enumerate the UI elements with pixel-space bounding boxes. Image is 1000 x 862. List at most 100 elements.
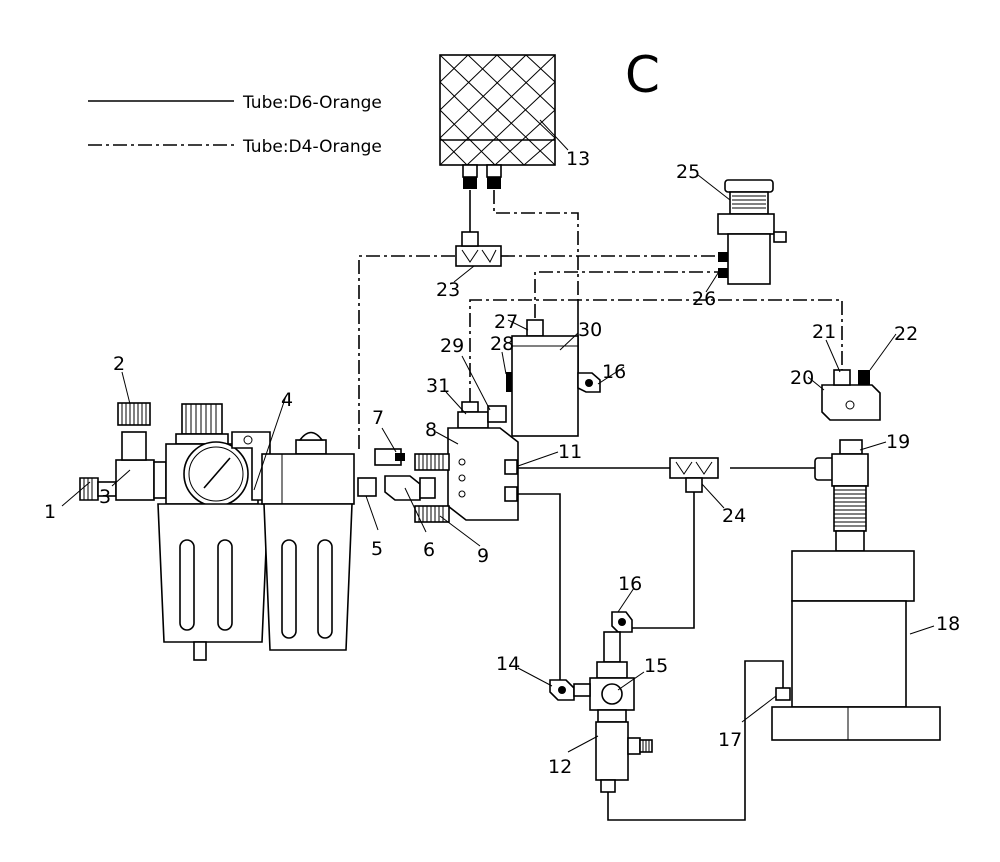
- leader: [61, 481, 91, 507]
- leader: [445, 391, 467, 415]
- legend-label-d4: Tube:D4-Orange: [242, 137, 382, 157]
- valve-body: [727, 233, 771, 285]
- part-6-fitting: [384, 475, 421, 501]
- leader: [825, 339, 841, 373]
- legend: Tube:D6-Orange Tube:D4-Orange: [88, 93, 382, 157]
- leader: [365, 495, 379, 531]
- label-part-15: 15: [644, 655, 668, 677]
- tee-body: [455, 245, 502, 267]
- cylinder-body: [791, 600, 907, 708]
- label-part-5: 5: [371, 538, 383, 560]
- lubricator-bowl: [263, 503, 353, 651]
- regulator-knob: [181, 403, 223, 435]
- label-part-21: 21: [812, 321, 836, 343]
- rod: [835, 530, 865, 552]
- part-26-fitting: [718, 252, 728, 262]
- part-2-fitting: [121, 431, 147, 461]
- filter-bowl: [157, 503, 269, 643]
- connector-ribs: [83, 478, 93, 500]
- leader: [741, 695, 777, 723]
- fitting: [504, 486, 518, 502]
- leader: [439, 515, 481, 547]
- drain: [193, 641, 207, 661]
- part-25-push-valve: [717, 179, 787, 285]
- leader: [567, 735, 599, 753]
- fitting-nut: [487, 177, 501, 189]
- adapter: [419, 477, 436, 499]
- label-part-3: 3: [99, 486, 111, 508]
- part-13-filter: [439, 54, 556, 189]
- part-12-body: [595, 721, 629, 781]
- elbow-dot: [618, 618, 626, 626]
- part-21-fitting: [833, 369, 851, 386]
- tube: [358, 255, 456, 449]
- label-part-24: 24: [722, 505, 746, 527]
- bowl-window: [281, 539, 297, 639]
- elbow-dot: [585, 379, 593, 387]
- lubricator-body: [261, 453, 355, 505]
- label-part-17: 17: [718, 729, 742, 751]
- leader: [909, 625, 935, 635]
- part-labels: 1 2 3 4 5 6 7 8 9 11 12 13 14 15 16 16 1…: [44, 148, 960, 778]
- coupling: [153, 461, 167, 499]
- part-22-fitting: [858, 370, 870, 385]
- part-12-assembly: [549, 611, 653, 793]
- tee-marks: [461, 249, 497, 263]
- bolt: [458, 474, 466, 482]
- label-part-27: 27: [494, 311, 518, 333]
- coil-ribs: [418, 454, 444, 522]
- leader: [559, 332, 579, 351]
- label-part-16-lower: 16: [618, 573, 642, 595]
- tee-port: [685, 477, 703, 493]
- part-9-coil: [414, 453, 450, 471]
- button-ring: [729, 191, 769, 215]
- valve-collar: [717, 213, 775, 235]
- section-letter: C: [625, 46, 660, 104]
- button-cap: [724, 179, 774, 193]
- leader: [404, 487, 427, 533]
- label-part-30: 30: [578, 319, 602, 341]
- label-part-9: 9: [477, 545, 489, 567]
- part-15-gauge: [601, 683, 623, 705]
- part-23-tee: [455, 231, 502, 267]
- tube: [493, 190, 579, 300]
- label-part-25: 25: [676, 161, 700, 183]
- bolt: [458, 490, 466, 498]
- label-part-14: 14: [496, 653, 520, 675]
- tube: [632, 492, 695, 629]
- leader: [507, 319, 529, 331]
- knob-ribs: [642, 740, 650, 752]
- leader: [617, 587, 635, 613]
- bowl-window: [217, 539, 233, 631]
- tube: [517, 493, 561, 682]
- part-1-connector: [79, 477, 99, 501]
- label-part-22: 22: [894, 323, 918, 345]
- stem: [603, 631, 621, 663]
- tubes-d4: [358, 190, 843, 449]
- part-29-fitting: [487, 405, 507, 423]
- label-part-7: 7: [372, 407, 384, 429]
- valve-stub: [773, 231, 787, 243]
- cylinder-top: [791, 550, 915, 602]
- part-19-fitting: [839, 439, 863, 455]
- gauge-needle: [203, 457, 231, 489]
- leader: [453, 265, 475, 283]
- bracket-hole: [243, 435, 253, 445]
- collar: [596, 661, 628, 679]
- label-part-11: 11: [558, 441, 582, 463]
- label-part-19: 19: [886, 431, 910, 453]
- label-part-29: 29: [440, 335, 464, 357]
- tee-body: [669, 457, 719, 479]
- tube: [534, 271, 718, 318]
- legend-label-d6: Tube:D6-Orange: [242, 93, 382, 113]
- outlet-fitting: [600, 779, 616, 793]
- gauge-ribs: [121, 403, 147, 425]
- leader: [461, 355, 491, 411]
- leader: [501, 351, 507, 375]
- knob-ribs: [185, 404, 217, 434]
- bellows-ribs: [834, 489, 866, 527]
- label-part-16-upper: 16: [602, 361, 626, 383]
- label-part-6: 6: [423, 539, 435, 561]
- part-11-fitting: [504, 459, 518, 475]
